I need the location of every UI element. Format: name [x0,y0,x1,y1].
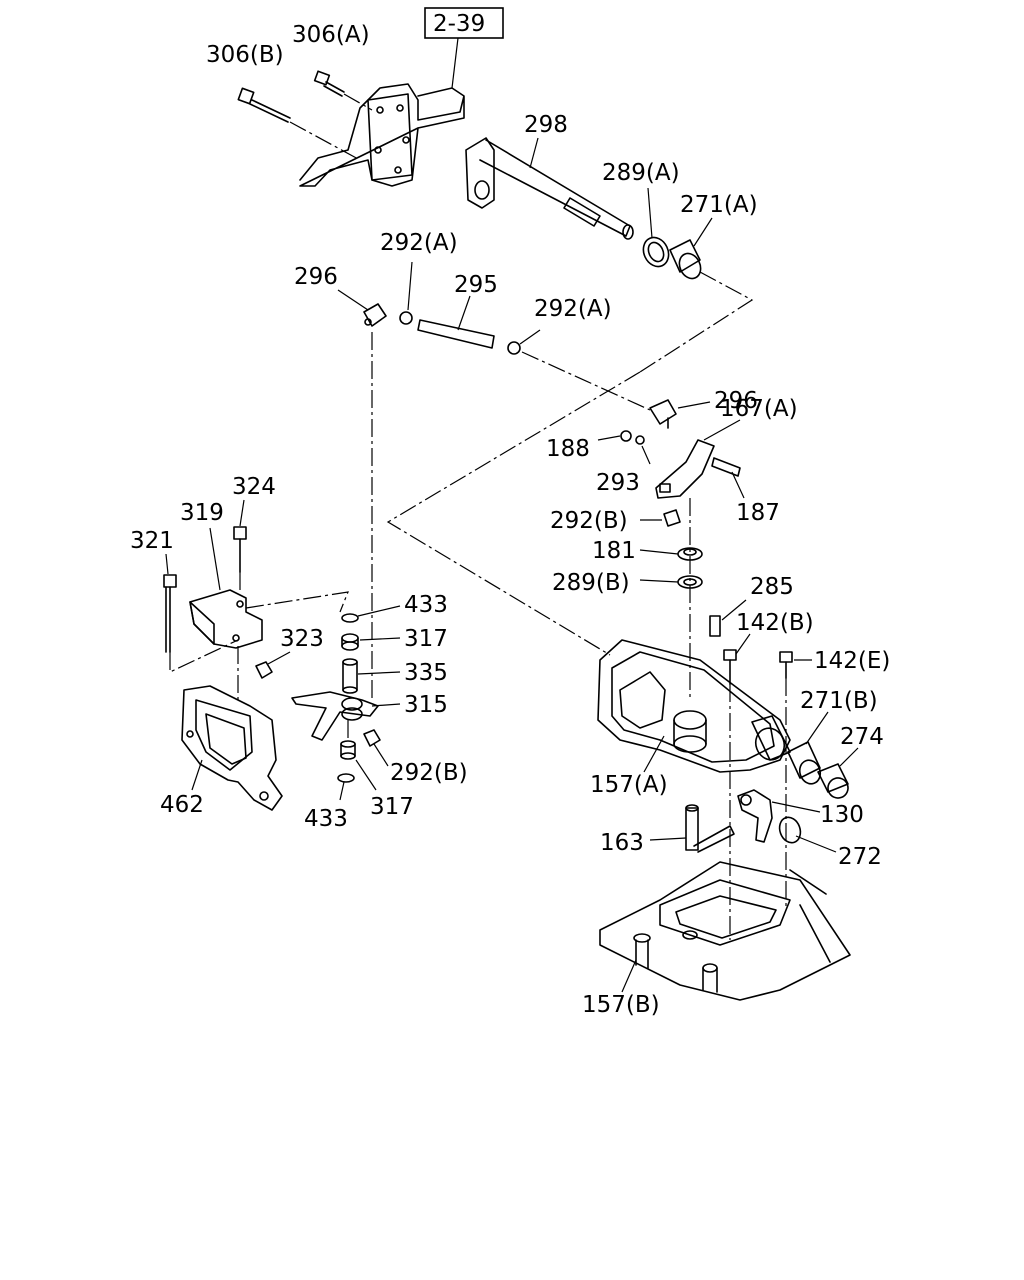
bushing-317-upper-drawing [341,633,401,651]
bolt-142e-drawing [779,651,812,906]
arm-315-drawing [291,691,401,741]
label-274: 274 [840,724,884,750]
label-296-left: 296 [294,264,338,290]
label-181: 181 [592,538,636,564]
bolt-306a-drawing [313,70,373,111]
label-433-upper: 433 [404,592,448,618]
label-157a: 157(A) [590,772,668,798]
o-ring-433-upper-drawing [341,605,401,623]
label-292b-lower: 292(B) [390,760,468,786]
label-142b: 142(B) [736,610,814,636]
label-272: 272 [838,844,882,870]
bolt-321-drawing [163,553,239,673]
label-323: 323 [280,626,324,652]
cap-274-drawing [817,747,859,799]
label-321: 321 [130,528,174,554]
nut-292a-right-drawing [507,329,651,411]
label-289b: 289(B) [552,570,630,596]
label-188: 188 [546,436,590,462]
rod-end-296-right-drawing [649,399,711,429]
seal-289a-drawing [642,187,670,268]
label-319: 319 [180,500,224,526]
sleeve-335-drawing [342,658,401,694]
bolt-142b-drawing [723,633,751,940]
lever-130-drawing [737,789,821,843]
bushing-271b-drawing [787,711,829,785]
snap-ring-272-drawing [778,816,837,853]
label-292a-lower: 292(A) [534,296,612,322]
shift-shaft-298-drawing [465,137,634,240]
label-142e: 142(E) [814,648,890,674]
label-306b: 306(B) [206,42,284,68]
label-298: 298 [524,112,568,138]
transmission-case-drawing [299,83,465,187]
label-187: 187 [736,500,780,526]
shaft-163-drawing [649,804,735,853]
nut-188-drawing [597,430,632,442]
nut-292a-left-drawing [399,261,413,325]
label-292a-upper: 292(A) [380,230,458,256]
rod-end-296-left-drawing [337,289,387,327]
nut-292b-upper-drawing [640,509,681,527]
transmission-case-157b-drawing [599,861,851,1001]
label-335: 335 [404,660,448,686]
shift-case-157a-drawing [597,639,791,773]
label-285: 285 [750,574,794,600]
label-296-right: 296 [714,388,758,414]
bracket-167a-drawing [655,419,745,499]
bolt-306b-drawing [237,87,361,161]
washer-293-drawing [635,435,651,465]
label-462: 462 [160,792,204,818]
rod-295-drawing [417,295,495,349]
reference-box: 2-39 [424,7,504,89]
nut-323-drawing [255,651,291,679]
bracket-462-drawing [181,685,283,811]
label-317-lower: 317 [370,794,414,820]
label-295: 295 [454,272,498,298]
bushing-317-lower-drawing [340,740,377,791]
label-130: 130 [820,802,864,828]
o-ring-433-lower-drawing [337,773,355,801]
label-289a: 289(A) [602,160,680,186]
label-157b: 157(B) [582,992,660,1018]
label-293: 293 [596,470,640,496]
switch-285-drawing [709,599,747,637]
reference-box-label: 2-39 [433,11,485,37]
mount-319-drawing [189,527,349,649]
label-271a: 271(A) [680,192,758,218]
bushing-271a-drawing [639,217,754,373]
label-433-lower: 433 [304,806,348,832]
label-167a: 167(A) [720,396,798,422]
label-306a: 306(A) [292,22,370,48]
bushing-181-drawing [639,547,703,561]
label-317-upper: 317 [404,626,448,652]
label-315: 315 [404,692,448,718]
label-163: 163 [600,830,644,856]
seal-289b-drawing [639,575,703,589]
label-292b-upper: 292(B) [550,508,628,534]
nut-292b-lower-drawing [363,729,389,767]
label-324: 324 [232,474,276,500]
label-271b: 271(B) [800,688,878,714]
bolt-324-drawing [233,499,247,590]
